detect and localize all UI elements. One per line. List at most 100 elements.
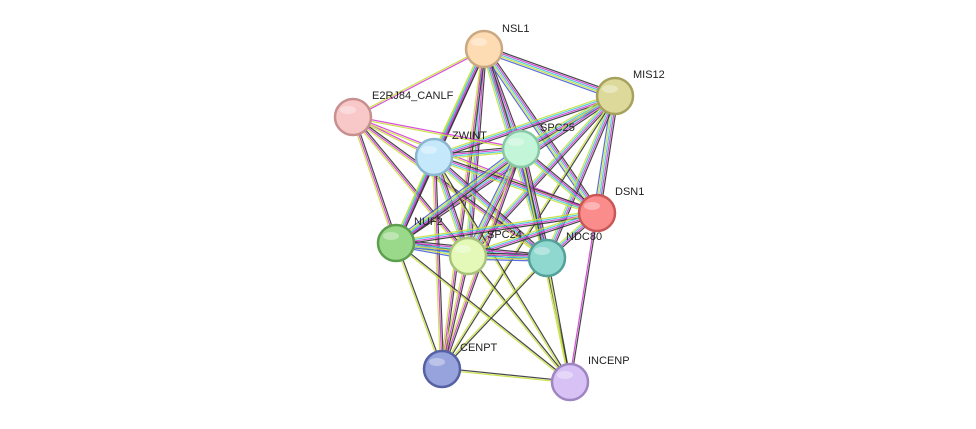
node-circle[interactable] [448, 236, 488, 276]
edge-ndc80-cenpt [440, 257, 549, 370]
node-e2rj84_canlf[interactable]: E2RJ84_CANLF [333, 90, 454, 137]
edge-line-cyan [467, 148, 522, 257]
edge-line-black [435, 154, 549, 257]
edge-line-yellow [395, 210, 597, 242]
edge-line-yellow [431, 157, 442, 370]
edge-line-cyan [467, 211, 597, 256]
node-highlight [557, 371, 573, 379]
edge-line-blue [393, 145, 520, 241]
edge-line-magenta [353, 115, 522, 149]
node-circle[interactable] [333, 97, 373, 137]
edge-line-black [442, 256, 471, 370]
node-circle[interactable] [376, 223, 416, 263]
edge-nsl1-e2rj84_canlf [352, 47, 485, 119]
edge-line-magenta [597, 96, 618, 214]
edge-line-magenta [484, 47, 599, 213]
edge-line-magenta [353, 49, 485, 119]
edge-line-yellow [441, 369, 570, 384]
node-highlight [421, 146, 437, 154]
edge-line-yellow [352, 47, 484, 117]
edge-line-magenta [396, 149, 523, 245]
node-ndc80[interactable]: NDC80 [527, 231, 602, 278]
edge-line-cyan [395, 211, 597, 243]
edge-line-yellow [394, 147, 521, 243]
edge-line-yellow [351, 117, 468, 258]
node-spc25[interactable]: SPC25 [501, 122, 575, 169]
edge-mis12-ndc80 [544, 94, 618, 260]
node-dsn1[interactable]: DSN1 [577, 186, 644, 233]
edge-line-yellow [545, 258, 570, 383]
edge-line-magenta [352, 116, 548, 259]
edge-line-black [353, 116, 399, 243]
node-circle[interactable] [464, 29, 504, 69]
edge-line-yellow [439, 255, 468, 369]
edge-line-yellow [439, 48, 484, 369]
edge-line-yellow [482, 49, 597, 215]
edge-line-yellow [433, 158, 597, 216]
edge-line-yellow [594, 95, 615, 213]
edge-line-yellow [440, 95, 615, 369]
node-circle[interactable] [422, 349, 462, 389]
edge-spc25-nuf2 [393, 145, 524, 247]
node-label: INCENP [588, 355, 630, 367]
node-circle[interactable] [501, 129, 541, 169]
edge-line-yellow [544, 94, 614, 258]
edge-line-yellow [351, 117, 547, 260]
edge-spc24-cenpt [439, 255, 471, 370]
edge-line-black [396, 242, 444, 369]
edge-line-yellow [483, 49, 615, 99]
edge-line-blue [482, 51, 615, 100]
node-label: MIS12 [633, 69, 665, 81]
node-label: CENPT [460, 342, 498, 354]
node-nsl1[interactable]: NSL1 [464, 23, 530, 69]
node-circle[interactable] [595, 76, 635, 116]
edge-mis12-dsn1 [593, 95, 619, 214]
edge-mis12-zwint [433, 93, 616, 160]
edge-line-blue [464, 147, 519, 255]
edge-line-black [468, 255, 572, 382]
node-label: NSL1 [502, 23, 530, 35]
edge-line-black [599, 96, 619, 214]
edge-line-black [396, 241, 571, 382]
edge-nuf2-cenpt [394, 242, 444, 370]
edge-line-magenta [468, 149, 523, 257]
edge-line-black [547, 257, 572, 382]
edge-line-black [397, 151, 524, 247]
edge-line-black [396, 214, 598, 246]
node-nuf2[interactable]: NUF2 [376, 216, 443, 263]
edge-cenpt-incenp [441, 367, 571, 384]
edge-dsn1-incenp [568, 212, 599, 383]
edge-line-yellow [440, 257, 547, 369]
edge-line-black [484, 45, 617, 94]
edge-line-black [434, 97, 616, 160]
edge-line-black [442, 367, 571, 382]
edge-line-yellow [395, 243, 570, 384]
node-highlight [508, 138, 524, 146]
edge-e2rj84_canlf-nuf2 [350, 116, 399, 244]
edge-line-black [434, 156, 572, 382]
node-incenp[interactable]: INCENP [550, 355, 630, 402]
node-mis12[interactable]: MIS12 [595, 69, 665, 116]
node-label: SPC25 [540, 122, 575, 134]
node-highlight [534, 247, 550, 255]
node-circle[interactable] [527, 238, 567, 278]
edge-line-cyan [483, 48, 616, 97]
edge-line-yellow [466, 256, 570, 383]
edge-ndc80-incenp [545, 257, 572, 383]
node-circle[interactable] [414, 137, 454, 177]
node-zwint[interactable]: ZWINT [414, 130, 487, 177]
edge-line-magenta [547, 96, 617, 259]
node-spc24[interactable]: SPC24 [448, 229, 522, 276]
edge-line-cyan [433, 94, 615, 157]
edge-line-black [442, 258, 549, 370]
edge-line-black [353, 115, 470, 256]
edge-line-blue [593, 95, 613, 213]
edge-line-magenta [433, 156, 443, 370]
edge-line-magenta [568, 212, 597, 382]
node-circle[interactable] [577, 193, 617, 233]
edge-zwint-dsn1 [433, 154, 598, 216]
node-cenpt[interactable]: CENPT [422, 342, 498, 389]
node-circle[interactable] [550, 362, 590, 402]
edge-line-yellow [467, 210, 597, 255]
